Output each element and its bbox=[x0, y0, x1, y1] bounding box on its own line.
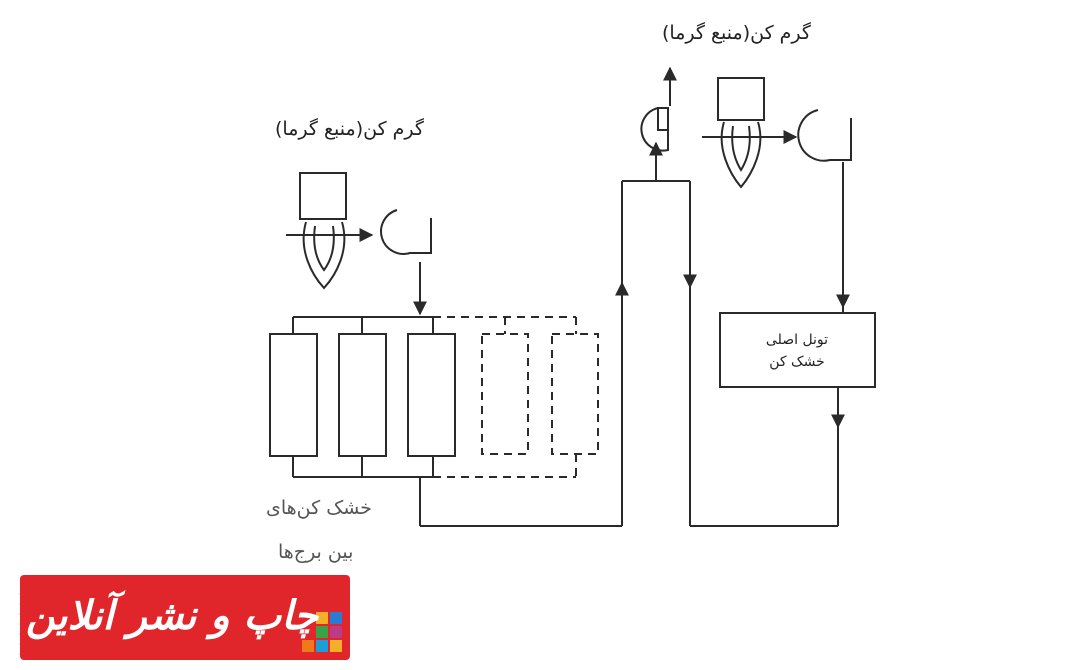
left-heater-label: گرم کن(منبع گرما) bbox=[275, 118, 424, 140]
right-heater-label: گرم کن(منبع گرما) bbox=[662, 22, 811, 44]
logo-background bbox=[20, 575, 350, 660]
left-burner-inner-flame bbox=[313, 225, 335, 272]
dryers-label-line1: خشک کن‌های bbox=[266, 497, 372, 519]
exhaust-fan-housing bbox=[640, 107, 669, 152]
dryer-unit-3 bbox=[407, 333, 456, 457]
logo-mosaic bbox=[302, 612, 342, 652]
dryer-unit-2 bbox=[338, 333, 387, 457]
inter-tower-dryers bbox=[269, 316, 456, 478]
optional-dryers bbox=[433, 316, 599, 478]
exhaust-fan bbox=[640, 107, 669, 152]
tunnel-label-line1: تونل اصلی bbox=[765, 332, 829, 348]
logo-grid bbox=[18, 593, 348, 655]
optional-dryer-1 bbox=[481, 333, 529, 455]
right-burner-flame bbox=[720, 121, 762, 189]
right-heater bbox=[702, 77, 852, 189]
tunnel-label-line2: خشک کن bbox=[769, 354, 825, 370]
dryers-label-line2: بین برج‌ها bbox=[278, 541, 354, 563]
right-burner-inner-flame bbox=[731, 125, 751, 172]
logo-text: چاپ و نشر آنلاین bbox=[25, 593, 319, 639]
left-burner-flame bbox=[302, 221, 346, 290]
right-fan bbox=[797, 109, 852, 162]
main-tunnel-dryer bbox=[719, 312, 876, 388]
right-heater-box bbox=[717, 77, 765, 121]
left-heater-box bbox=[299, 172, 347, 220]
left-heater bbox=[286, 172, 432, 290]
left-fan bbox=[380, 209, 432, 255]
dryer-unit-1 bbox=[269, 333, 318, 457]
publisher-logo bbox=[18, 575, 350, 660]
optional-dryer-2 bbox=[551, 333, 599, 455]
exhaust-fan-outlet bbox=[657, 107, 669, 131]
